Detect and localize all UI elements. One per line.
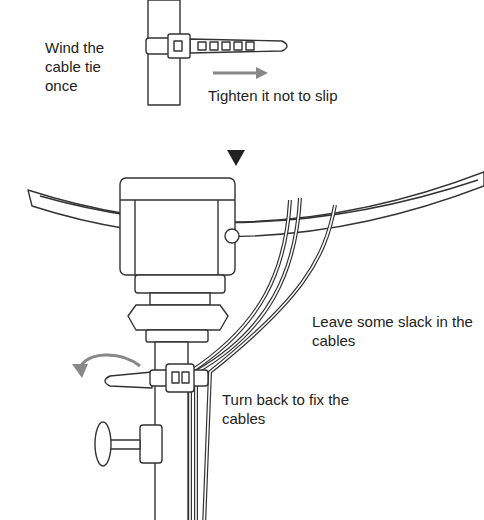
instruction-label: Wind the cable tie once: [45, 38, 130, 95]
mount-body: [120, 178, 235, 275]
cable-tie-band: [146, 38, 182, 54]
dish-rim: [28, 172, 484, 237]
hex-nut: [128, 305, 228, 330]
cable-tie-tail: [105, 372, 152, 388]
instruction-label: Leave some slack in the cables: [312, 312, 480, 350]
cable-tie-band: [150, 370, 208, 386]
turn-arrow: [80, 355, 140, 368]
cable-tie-tail: [190, 39, 287, 53]
arrow-head: [256, 67, 268, 79]
bolt: [225, 229, 239, 243]
cable-tie-head: [166, 364, 194, 392]
clamp: [140, 425, 162, 463]
instruction-label: Tighten it not to slip: [208, 86, 398, 105]
arrow-head: [72, 364, 88, 378]
cables: [190, 198, 335, 520]
step-triangle: [227, 150, 245, 166]
instruction-label: Turn back to fix the cables: [222, 390, 382, 428]
tighten-arrow: [213, 72, 258, 75]
t-knob: [95, 422, 111, 466]
cable-tie-head: [168, 34, 190, 58]
